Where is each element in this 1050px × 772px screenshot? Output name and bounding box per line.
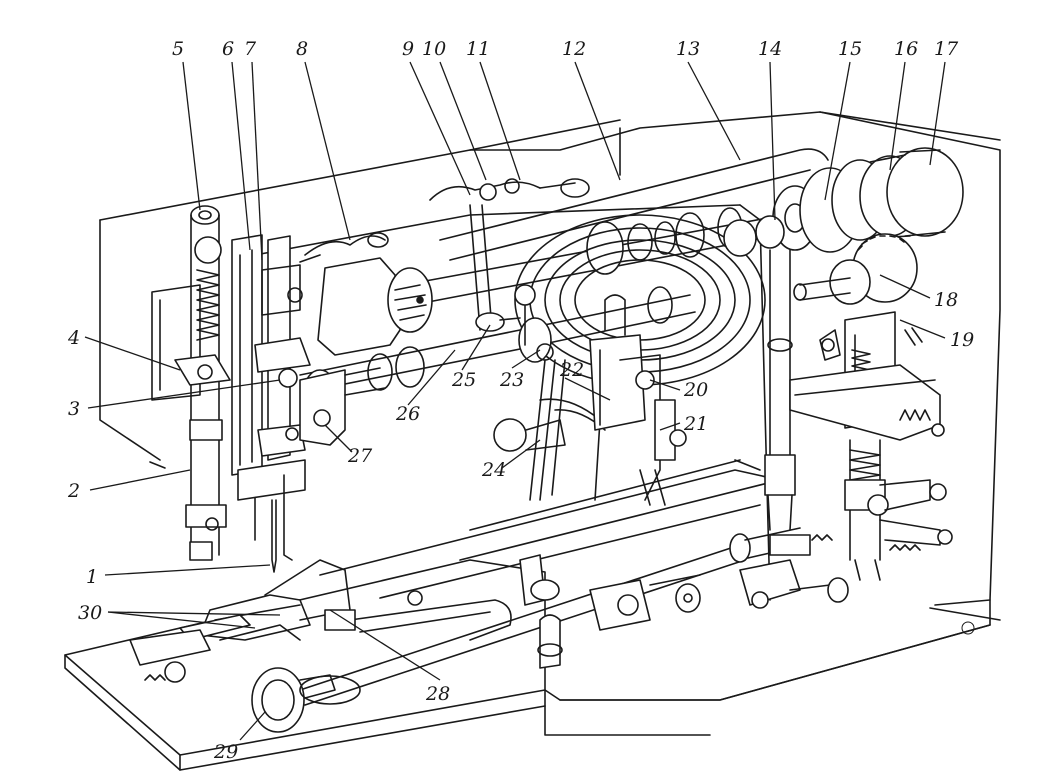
- callout-20: 20: [683, 379, 708, 401]
- thread-controller-9-10-11: [429, 178, 590, 331]
- callout-23: 23: [499, 369, 524, 391]
- callout-18: 18: [934, 289, 958, 311]
- callout-4: 4: [67, 327, 80, 349]
- crank-housing: [317, 257, 433, 356]
- callout-24: 24: [481, 459, 506, 481]
- presser-bar: [185, 205, 227, 561]
- callout-6: 6: [222, 38, 234, 60]
- callout-12: 12: [562, 38, 586, 60]
- rocker-block-20-22: [589, 294, 687, 506]
- callout-17: 17: [934, 38, 959, 60]
- base-plate: [64, 469, 781, 771]
- callout-19: 19: [950, 329, 974, 351]
- callout-13: 13: [676, 38, 700, 60]
- callout-25: 25: [451, 369, 476, 391]
- callout-14: 14: [758, 38, 782, 60]
- callout-26: 26: [395, 403, 420, 425]
- callout-9: 9: [402, 38, 414, 60]
- callout-30: 30: [78, 602, 102, 624]
- lower-drive-shaft: [299, 527, 833, 706]
- eccentric-23-25: [475, 284, 554, 363]
- callout-28: 28: [425, 683, 450, 705]
- feed-bar-28: [349, 590, 512, 641]
- lower-linkages: [519, 554, 849, 669]
- callout-5: 5: [172, 38, 184, 60]
- callout-29: 29: [213, 741, 238, 763]
- vertical-shaft: [764, 249, 796, 531]
- callout-1: 1: [86, 566, 98, 588]
- callout-22: 22: [559, 359, 584, 381]
- gear-train-13-17: [439, 147, 964, 305]
- callout-21: 21: [683, 413, 708, 435]
- shuttle-hook-29: [129, 624, 361, 733]
- presser-bracket-4: [151, 284, 231, 401]
- connecting-rod-27: [299, 367, 386, 446]
- leader-lines: [84, 61, 946, 741]
- callout-2: 2: [67, 480, 80, 502]
- lower-right-mechanism: [844, 439, 953, 581]
- callout-8: 8: [296, 38, 308, 60]
- callout-7: 7: [244, 38, 257, 60]
- callout-3: 3: [68, 398, 80, 420]
- callout-16: 16: [894, 38, 918, 60]
- callout-10: 10: [422, 38, 446, 60]
- feed-regulator-19: [789, 311, 945, 441]
- thread-guide-8: [299, 232, 389, 263]
- callout-27: 27: [347, 445, 373, 467]
- callout-11: 11: [466, 38, 490, 60]
- needle-bar-assembly: [231, 234, 311, 573]
- callout-15: 15: [838, 38, 862, 60]
- callout-labels: 1 2 3 4 5 6 7 8 9 10 11 12 13 14 15 16 1…: [67, 38, 974, 763]
